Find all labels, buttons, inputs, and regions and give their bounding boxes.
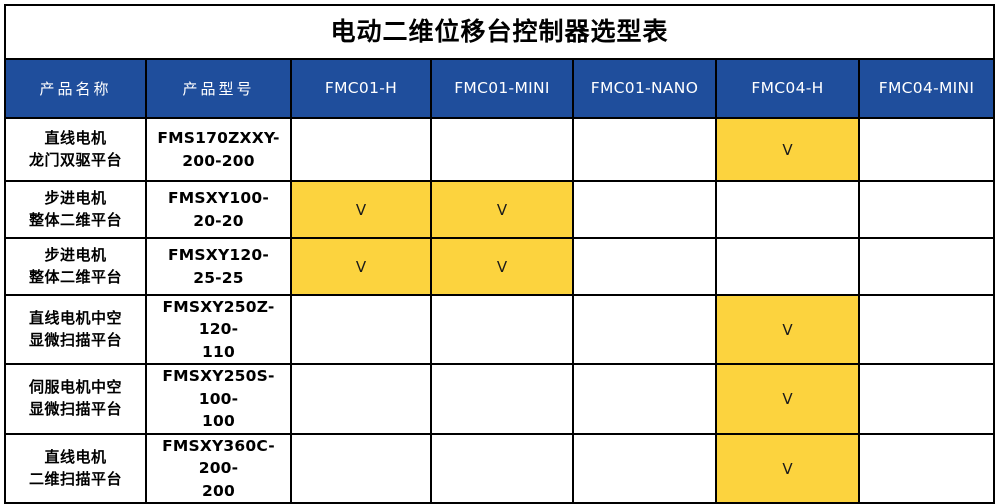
product-model-cell: FMSXY100- 20-20 bbox=[145, 180, 292, 239]
product-name-cell: 直线电机二维扫描平台 bbox=[4, 432, 147, 504]
title-row: 电动二维位移台控制器选型表 bbox=[3, 4, 996, 60]
compat-cell-c1n[interactable] bbox=[572, 237, 717, 296]
compat-cell-c1h[interactable] bbox=[290, 293, 432, 366]
product-name-line-2: 整体二维平台 bbox=[28, 267, 122, 286]
compat-cell-c4h[interactable]: V bbox=[715, 293, 860, 366]
compat-cell-c4h[interactable] bbox=[715, 180, 860, 239]
compat-cell-c1n[interactable] bbox=[572, 180, 717, 239]
product-name-line-1: 步进电机 bbox=[44, 245, 107, 264]
column-header-c4m[interactable]: FMC04-MINI bbox=[857, 58, 996, 119]
product-model-line-1: FMSXY100- bbox=[168, 189, 269, 208]
column-header-c1n[interactable]: FMC01-NANO bbox=[572, 58, 717, 119]
compat-cell-c1n[interactable] bbox=[572, 432, 717, 504]
compat-cell-c1m[interactable] bbox=[430, 117, 574, 182]
compat-cell-c1m[interactable]: V bbox=[430, 237, 574, 296]
column-header-c1m[interactable]: FMC01-MINI bbox=[430, 58, 574, 119]
product-model-cell: FMSXY120- 25-25 bbox=[145, 237, 292, 296]
compat-cell-c1n[interactable] bbox=[572, 293, 717, 366]
column-header-model[interactable]: 产品型号 bbox=[145, 58, 292, 119]
product-model-line-2: 200-200 bbox=[182, 151, 255, 170]
compat-cell-c4m[interactable] bbox=[857, 363, 996, 435]
compat-cell-c4h[interactable]: V bbox=[715, 432, 860, 504]
compat-cell-c4m[interactable] bbox=[857, 117, 996, 182]
product-name-line-2: 整体二维平台 bbox=[28, 210, 122, 229]
product-name-cell: 步进电机整体二维平台 bbox=[4, 180, 147, 239]
product-model-line-2: 110 bbox=[202, 342, 235, 361]
table-row: 直线电机龙门双驱平台 FMS170ZXXY- 200-200 V bbox=[4, 117, 996, 182]
compat-cell-c1h[interactable]: V bbox=[290, 237, 432, 296]
compat-cell-c4m[interactable] bbox=[857, 237, 996, 296]
compat-cell-c1m[interactable] bbox=[430, 432, 574, 504]
product-name-line-1: 直线电机中空 bbox=[28, 308, 122, 327]
compat-cell-c4m[interactable] bbox=[857, 180, 996, 239]
column-header-c1h[interactable]: FMC01-H bbox=[290, 58, 432, 119]
compat-cell-c1n[interactable] bbox=[572, 117, 717, 182]
product-name-line-2: 显微扫描平台 bbox=[28, 330, 122, 349]
table-row: 伺服电机中空显微扫描平台 FMSXY250S-100- 100 V bbox=[4, 363, 996, 435]
compat-cell-c1h[interactable]: V bbox=[290, 180, 432, 239]
product-model-line-1: FMSXY120- bbox=[168, 246, 269, 265]
product-model-line-2: 200 bbox=[202, 481, 235, 500]
product-name-line-1: 直线电机 bbox=[44, 447, 107, 466]
product-model-line-2: 20-20 bbox=[193, 211, 244, 230]
table-title: 电动二维位移台控制器选型表 bbox=[3, 4, 996, 60]
product-model-line-2: 25-25 bbox=[193, 268, 244, 287]
product-name-line-2: 龙门双驱平台 bbox=[28, 150, 122, 169]
product-name-cell: 直线电机中空显微扫描平台 bbox=[4, 293, 147, 366]
product-model-line-1: FMSXY360C-200- bbox=[162, 436, 275, 478]
product-model-line-1: FMS170ZXXY- bbox=[157, 129, 280, 148]
compat-cell-c1m[interactable]: V bbox=[430, 180, 574, 239]
column-header-name[interactable]: 产品名称 bbox=[4, 58, 147, 119]
compat-cell-c1m[interactable] bbox=[430, 363, 574, 435]
product-name-line-1: 步进电机 bbox=[44, 188, 107, 207]
compat-cell-c4m[interactable] bbox=[857, 432, 996, 504]
table-row: 直线电机二维扫描平台 FMSXY360C-200- 200 V bbox=[4, 432, 996, 504]
compat-cell-c1h[interactable] bbox=[290, 117, 432, 182]
column-header-c4h[interactable]: FMC04-H bbox=[715, 58, 860, 119]
compat-cell-c1m[interactable] bbox=[430, 293, 574, 366]
compat-cell-c4h[interactable]: V bbox=[715, 363, 860, 435]
product-name-line-2: 显微扫描平台 bbox=[28, 400, 122, 419]
product-name-line-1: 伺服电机中空 bbox=[28, 378, 122, 397]
product-model-cell: FMSXY250S-100- 100 bbox=[145, 363, 292, 435]
product-model-cell: FMSXY250Z-120- 110 bbox=[145, 293, 292, 366]
compat-cell-c4m[interactable] bbox=[857, 293, 996, 366]
product-model-cell: FMS170ZXXY- 200-200 bbox=[145, 117, 292, 182]
product-name-cell: 直线电机龙门双驱平台 bbox=[4, 117, 147, 182]
product-name-cell: 伺服电机中空显微扫描平台 bbox=[4, 363, 147, 435]
compat-cell-c1h[interactable] bbox=[290, 432, 432, 504]
compat-cell-c4h[interactable] bbox=[715, 237, 860, 296]
product-name-line-2: 二维扫描平台 bbox=[28, 469, 122, 488]
compat-cell-c1n[interactable] bbox=[572, 363, 717, 435]
product-name-cell: 步进电机整体二维平台 bbox=[4, 237, 147, 296]
product-name-line-1: 直线电机 bbox=[44, 128, 107, 147]
product-model-cell: FMSXY360C-200- 200 bbox=[145, 432, 292, 504]
table-row: 直线电机中空显微扫描平台 FMSXY250Z-120- 110 V bbox=[4, 293, 996, 366]
compat-cell-c1h[interactable] bbox=[290, 363, 432, 435]
compat-cell-c4h[interactable]: V bbox=[715, 117, 860, 182]
product-model-line-1: FMSXY250S-100- bbox=[162, 367, 275, 408]
product-model-line-1: FMSXY250Z-120- bbox=[162, 298, 275, 339]
product-model-line-2: 100 bbox=[202, 412, 235, 431]
